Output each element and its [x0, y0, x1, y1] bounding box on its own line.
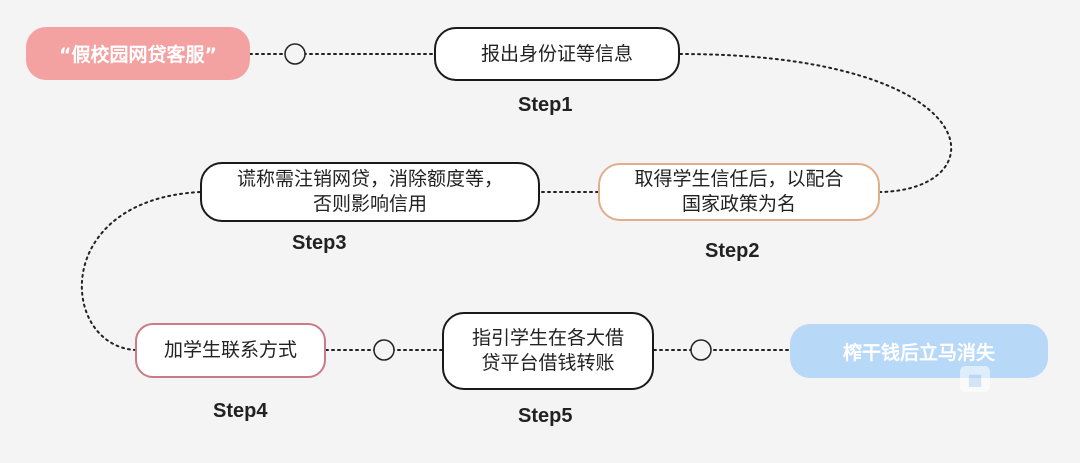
step5-line2: 贷平台借钱转账: [481, 352, 615, 374]
step3-node: 谎称需注销网贷，消除额度等， 否则影响信用: [200, 162, 540, 222]
title-text: “假校园网贷客服”: [59, 44, 217, 66]
step2-caption: Step2: [705, 240, 760, 262]
connector-step1-step2: [679, 53, 953, 193]
end-pill: 榨干钱后立马消失: [790, 324, 1048, 378]
step2-line1: 取得学生信任后，以配合: [634, 168, 844, 191]
step2-node: 取得学生信任后，以配合 国家政策为名: [598, 163, 880, 221]
title-pill: “假校园网贷客服”: [26, 27, 250, 80]
step5-caption: Step5: [518, 405, 573, 427]
open-circle-icon: [284, 43, 306, 65]
step4-node: 加学生联系方式: [135, 323, 326, 378]
end-text: 榨干钱后立马消失: [842, 341, 995, 364]
step1-label: 报出身份证等信息: [480, 42, 633, 65]
step1-node: 报出身份证等信息: [434, 27, 680, 81]
step5-line1: 指引学生在各大借: [471, 327, 624, 350]
step5-node: 指引学生在各大借 贷平台借钱转账: [442, 312, 654, 390]
step3-line1: 谎称需注销网贷，消除额度等，: [236, 168, 503, 191]
step1-caption: Step1: [518, 94, 573, 116]
step4-label: 加学生联系方式: [163, 339, 297, 362]
watermark: ■: [960, 364, 1070, 394]
open-circle-icon: [690, 339, 712, 361]
step3-line2: 否则影响信用: [312, 193, 427, 215]
step4-caption: Step4: [213, 400, 268, 422]
step2-line2: 国家政策为名: [681, 193, 796, 215]
connector-step3-step4: [80, 191, 201, 351]
open-circle-icon: [373, 339, 395, 361]
watermark-badge-icon: ■: [960, 366, 990, 392]
step3-caption: Step3: [292, 232, 347, 254]
